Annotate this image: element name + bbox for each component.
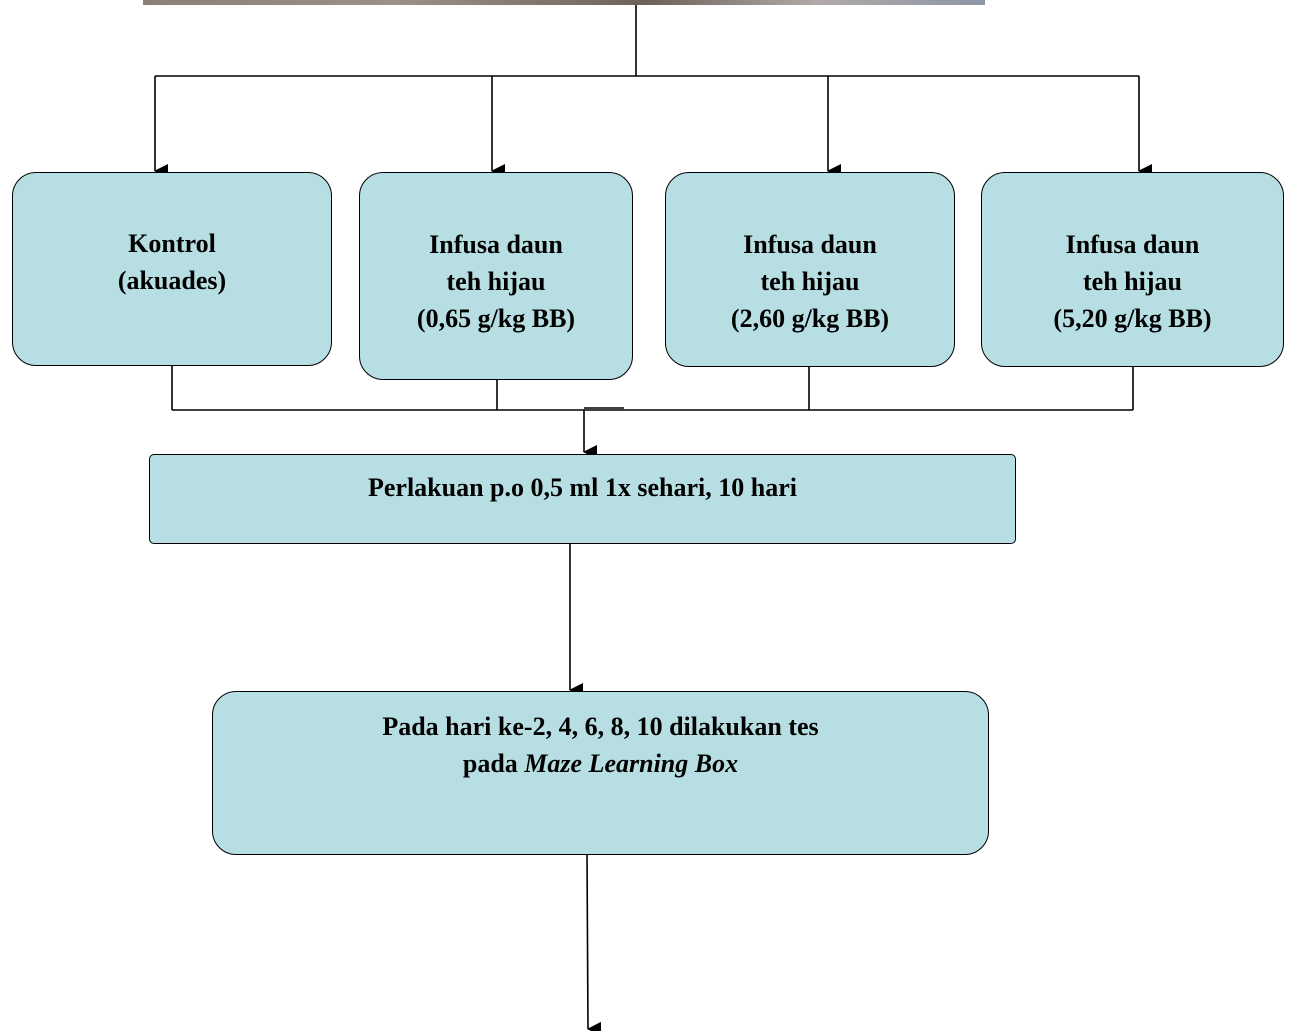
maze-learning-box-label: Maze Learning Box [524, 749, 739, 778]
group-label-line: (5,20 g/kg BB) [1053, 304, 1212, 333]
group-label-line: Infusa daun [1065, 230, 1200, 259]
group-label-line: teh hijau [446, 267, 546, 296]
group-label-line: (2,60 g/kg BB) [730, 304, 890, 333]
group-label-line: Kontrol [128, 229, 216, 258]
test-box: Pada hari ke-2, 4, 6, 8, 10 dilakukan te… [212, 691, 989, 855]
treatment-box: Perlakuan p.o 0,5 ml 1x sehari, 10 hari [149, 454, 1016, 544]
group-label-line: teh hijau [760, 267, 860, 296]
group-label-line: Infusa daun [743, 230, 877, 259]
treatment-label: Perlakuan p.o 0,5 ml 1x sehari, 10 hari [367, 473, 797, 502]
group-label-line: teh hijau [1083, 267, 1182, 296]
test-label-prefix: pada [462, 749, 525, 778]
test-label-line2: pada Maze Learning Box [213, 745, 988, 782]
group-box-dose-260: Infusa daun teh hijau (2,60 g/kg BB) [665, 172, 955, 367]
group-box-dose-520: Infusa daun teh hijau (5,20 g/kg BB) [981, 172, 1284, 367]
top-image-strip [143, 0, 985, 5]
group-box-kontrol: Kontrol (akuades) [12, 172, 332, 366]
group-label-line: Infusa daun [429, 230, 563, 259]
arrow-out-of-test [586, 853, 602, 1031]
test-label-line1: Pada hari ke-2, 4, 6, 8, 10 dilakukan te… [382, 712, 819, 741]
group-label-line: (akuades) [117, 266, 227, 295]
group-label-line: (0,65 g/kg BB) [416, 304, 576, 333]
group-box-dose-065: Infusa daun teh hijau (0,65 g/kg BB) [359, 172, 633, 380]
